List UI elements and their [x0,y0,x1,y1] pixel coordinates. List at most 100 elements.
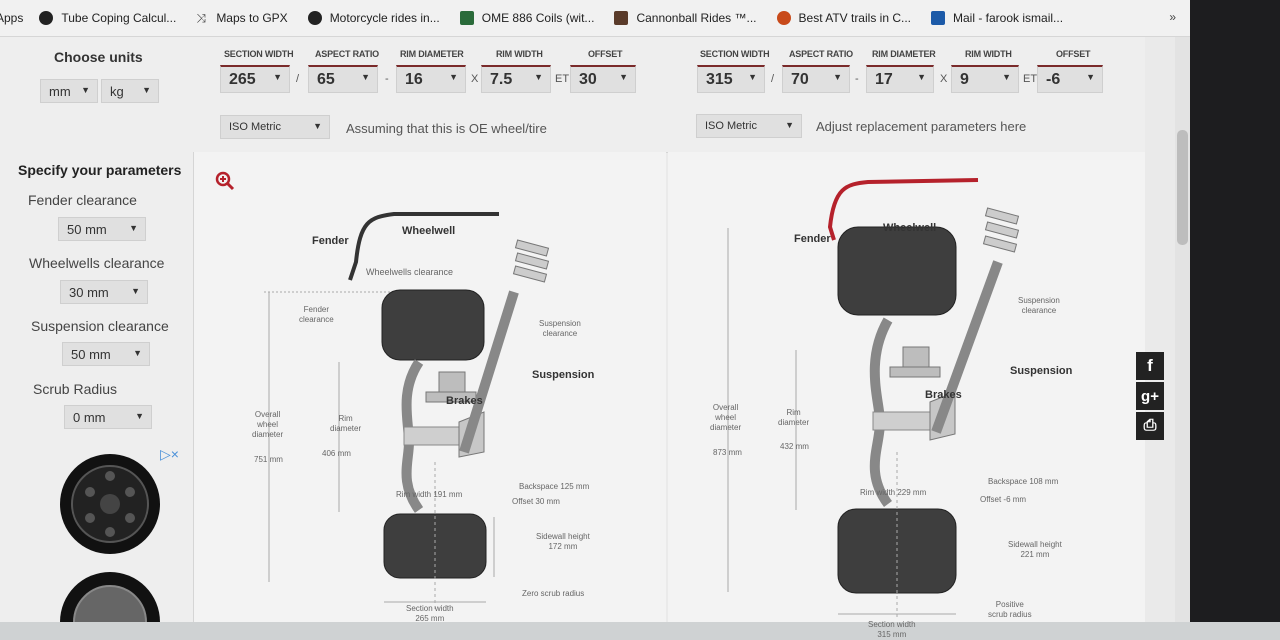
scrub-radius-label: Scrub Radius [33,381,118,397]
header-section-width: SECTION WIDTH [224,49,294,59]
header-rim-diameter: RIM DIAMETER [400,49,464,59]
google-plus-icon[interactable]: g+ [1136,382,1164,410]
right-standard-select[interactable]: ISO Metric▼ [696,114,802,138]
chevron-down-icon: ▼ [361,72,370,82]
chevron-down-icon: ▼ [785,120,794,130]
fender-clearance-select[interactable]: 50 mm▼ [58,217,146,241]
scrollbar-thumb[interactable] [1177,130,1188,245]
shuffle-icon: ⤨ [196,11,206,25]
separator-x: X [471,73,479,85]
suspension-clearance-label-right: Suspension clearance [1018,296,1060,315]
sidewall-height-label-right: Sidewall height 221 mm [1008,540,1062,559]
replacement-wheel-diagram: Fender Wheelwell Suspension clearance Su… [668,152,1145,639]
tire-selector-panel: Choose units mm▼ kg▼ SECTION WIDTH ASPEC… [0,37,1145,153]
chevron-down-icon: ▼ [135,411,144,421]
rim-diameter-value: 406 mm [322,449,351,458]
header-aspect-ratio-right: ASPECT RATIO [789,49,853,59]
left-rim-diameter-select[interactable]: 16▼ [396,65,466,93]
bookmark-ome-coils[interactable]: OME 886 Coils (wit... [459,11,594,25]
backspace-label: Backspace 125 mm [519,482,590,491]
suspension-clearance-diagram-label: Suspension clearance [539,319,581,338]
tube-icon [39,11,54,25]
wheelwell-label: Wheelwell [402,225,456,237]
wheelwell-clearance-select[interactable]: 30 mm▼ [60,280,148,304]
right-section-width-select[interactable]: 315▼ [697,65,765,93]
left-tire-note: Assuming that this is OE wheel/tire [346,121,547,136]
overall-diameter-label: Overall wheel diameter [252,410,284,439]
separator-dash: - [385,73,389,85]
chevron-down-icon: ▼ [619,72,628,82]
units-title: Choose units [54,49,143,65]
rim-width-label: Rim width 191 mm [396,490,463,499]
weight-unit-select[interactable]: kg▼ [101,79,159,103]
bookmark-atv-trails[interactable]: Best ATV trails in C... [776,11,911,25]
separator-x-right: X [940,73,948,85]
left-aspect-ratio-select[interactable]: 65▼ [308,65,378,93]
separator-slash: / [296,73,300,85]
chevron-down-icon: ▼ [313,121,322,131]
left-offset-select[interactable]: 30▼ [570,65,636,93]
scrub-radius-select[interactable]: 0 mm▼ [64,405,152,429]
section-width-label-right: Section width 315 mm [868,620,916,639]
bookmark-tube-coping[interactable]: Tube Coping Calcul... [39,11,176,25]
ome-icon [459,11,474,25]
header-rim-width-right: RIM WIDTH [965,49,1012,59]
overall-diameter-value: 751 mm [254,455,283,464]
chevron-down-icon: ▼ [1086,72,1095,82]
chevron-down-icon: ▼ [81,85,90,95]
chevron-down-icon: ▼ [142,85,151,95]
suspension-clearance-select[interactable]: 50 mm▼ [62,342,150,366]
fender-clearance-diagram-label: Fender clearance [299,305,334,324]
ad-choices-icon[interactable]: ▷× [160,446,179,462]
left-section-width-select[interactable]: 265▼ [220,65,290,93]
separator-dash-right: - [855,73,859,85]
wheelwell-label-right: Wheelwell [883,222,937,234]
scrollbar-track[interactable] [1175,37,1190,622]
bookmarks-overflow-icon[interactable]: » [1169,10,1176,24]
length-unit-select[interactable]: mm▼ [40,79,98,103]
bookmark-cannonball[interactable]: Cannonball Rides ™... [614,11,757,25]
right-rim-diameter-select[interactable]: 17▼ [866,65,934,93]
parameters-sidebar: Specify your parameters Fender clearance… [0,152,194,622]
replacement-wheel-drawing [727,178,1020,620]
separator-et-right: ET [1023,73,1038,85]
chevron-down-icon: ▼ [131,286,140,296]
section-width-label: Section width 265 mm [406,604,454,623]
oe-wheel-diagram: Fender Wheelwell Wheelwells clearance Fe… [194,152,666,623]
left-rim-width-select[interactable]: 7.5▼ [481,65,551,93]
right-rim-width-select[interactable]: 9▼ [951,65,1019,93]
bookmark-mail[interactable]: Mail - farook ismail... [931,11,1063,25]
header-aspect-ratio: ASPECT RATIO [315,49,379,59]
separator-et: ET [555,73,570,85]
suspension-label-right: Suspension [1010,365,1073,377]
left-standard-select[interactable]: ISO Metric▼ [220,115,330,139]
bookmark-apps[interactable]: Apps [0,11,24,25]
rim-width-label-right: Rim width 229 mm [860,488,927,497]
chevron-down-icon: ▼ [1002,72,1011,82]
chevron-down-icon: ▼ [534,72,543,82]
bookmark-maps-gpx[interactable]: ⤨Maps to GPX [196,11,288,25]
wheelwells-clearance-label: Wheelwells clearance [366,267,454,277]
overall-diameter-label-right: Overall wheel diameter [710,403,742,432]
oe-wheel-drawing [264,212,550,612]
rim-diameter-value-right: 432 mm [780,442,809,451]
suspension-clearance-label: Suspension clearance [31,318,169,334]
ad-wheel-image[interactable] [50,452,170,622]
outlook-icon [931,11,945,25]
facebook-icon[interactable]: f [1136,352,1164,380]
right-offset-select[interactable]: -6▼ [1037,65,1103,93]
separator-slash-right: / [771,73,775,85]
header-rim-diameter-right: RIM DIAMETER [872,49,936,59]
fender-label-right: Fender [794,233,831,245]
bookmark-motorcycle[interactable]: Motorcycle rides in... [307,11,440,25]
overall-diameter-value-right: 873 mm [713,448,742,457]
zoom-icon[interactable] [214,170,236,192]
offset-label: Offset 30 mm [512,497,560,506]
right-aspect-ratio-select[interactable]: 70▼ [782,65,850,93]
parameters-title: Specify your parameters [18,162,182,178]
print-icon[interactable]: ⎙ [1136,412,1164,440]
rim-diameter-label: Rim diameter [330,414,362,433]
header-rim-width: RIM WIDTH [496,49,543,59]
fender-label: Fender [312,235,349,247]
offset-label-right: Offset -6 mm [980,495,1027,504]
